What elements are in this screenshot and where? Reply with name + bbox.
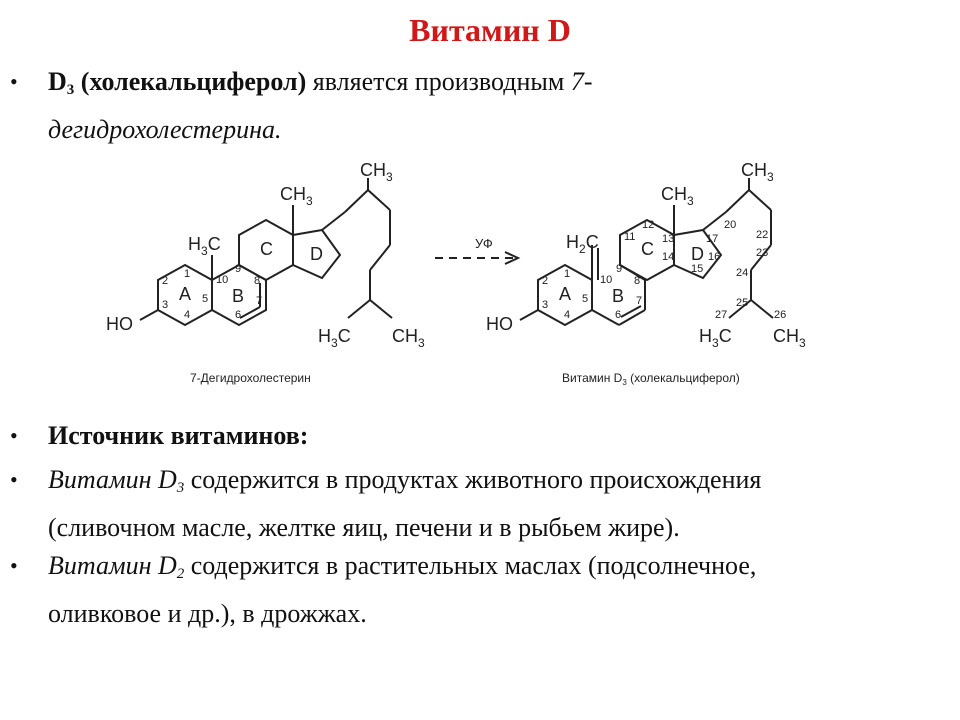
left-ring-b-label: B xyxy=(232,286,244,306)
left-num-4: 4 xyxy=(184,309,190,321)
sources-heading: Источник витаминов: xyxy=(48,421,309,450)
bullet-dot: • xyxy=(10,423,18,448)
right-num-5: 5 xyxy=(582,293,588,305)
cholecalciferol-label: (холекальциферол) xyxy=(80,67,307,96)
left-h3c: H3C xyxy=(188,234,221,258)
left-ch3-top: CH3 xyxy=(280,184,313,208)
right-num-23: 23 xyxy=(756,247,768,259)
left-atom-numbers: 1 2 3 4 5 6 7 8 9 10 xyxy=(162,263,262,321)
d2-sources-line1: содержится в растительных маслах (подсол… xyxy=(190,551,757,580)
right-iso-h3c: H3C xyxy=(699,326,732,350)
right-num-7: 7 xyxy=(636,295,642,307)
bullet-dot: • xyxy=(10,467,18,492)
d3-sources-line2: (сливочном масле, желтке яиц, печени и в… xyxy=(48,513,680,542)
right-num-24: 24 xyxy=(736,267,748,279)
left-ch3-side: CH3 xyxy=(360,160,393,184)
right-num-1: 1 xyxy=(564,268,570,280)
dehydrocholesterol-text: дегидрохолестерина. xyxy=(48,115,282,144)
bullet-d3-origin: • D3 (холекальциферол) является производ… xyxy=(10,62,910,150)
dehydro-prefix: 7- xyxy=(570,67,593,96)
right-ring-d-label: D xyxy=(691,244,704,264)
right-num-25: 25 xyxy=(736,297,748,309)
d3-label: D3 xyxy=(48,67,75,98)
right-ring-b-label: B xyxy=(612,286,624,306)
left-num-8: 8 xyxy=(254,275,260,287)
right-ho: HO xyxy=(486,314,513,334)
bullet-d2-sources: • Витамин D2 содержится в растительных м… xyxy=(10,546,940,634)
right-num-4: 4 xyxy=(564,309,570,321)
left-iso-h3c: H3C xyxy=(318,326,351,350)
uv-arrow-label: УФ xyxy=(475,236,493,251)
vitamin-d2-label: Витамин D2 xyxy=(48,551,185,582)
right-num-10: 10 xyxy=(600,274,612,286)
vitamin-d3-label: Витамин D3 xyxy=(48,465,185,496)
left-ring-c-label: C xyxy=(260,239,273,259)
left-num-3: 3 xyxy=(162,299,168,311)
right-molecule-labels: CH3 CH3 H2C C D A B HO H3C CH3 xyxy=(486,160,806,350)
left-molecule-labels: CH3 CH3 H3C C D A B HO H3C CH3 xyxy=(106,160,425,350)
right-atom-numbers: 1 2 3 4 5 6 7 8 9 10 11 12 13 14 15 16 1… xyxy=(542,219,786,321)
right-num-12: 12 xyxy=(642,219,654,231)
left-caption: 7-Дегидрохолестерин xyxy=(190,371,311,385)
right-h2c: H2C xyxy=(566,232,599,256)
right-num-6: 6 xyxy=(615,309,621,321)
right-num-26: 26 xyxy=(774,309,786,321)
right-num-2: 2 xyxy=(542,275,548,287)
left-num-5: 5 xyxy=(202,293,208,305)
right-num-22: 22 xyxy=(756,229,768,241)
right-num-27: 27 xyxy=(715,309,727,321)
left-ring-a-label: A xyxy=(179,284,191,304)
right-num-16: 16 xyxy=(708,251,720,263)
left-num-6: 6 xyxy=(235,309,241,321)
right-num-15: 15 xyxy=(691,263,703,275)
left-num-9: 9 xyxy=(235,263,241,275)
left-ring-d-label: D xyxy=(310,244,323,264)
left-iso-ch3: CH3 xyxy=(392,326,425,350)
derivative-text: является производным xyxy=(312,67,565,96)
bullet-dot: • xyxy=(10,69,18,94)
right-ring-a-label: A xyxy=(559,284,571,304)
left-num-1: 1 xyxy=(184,268,190,280)
slide-title: Витамин D xyxy=(409,12,571,48)
bullet-d3-sources: • Витамин D3 содержится в продуктах живо… xyxy=(10,460,940,548)
right-num-9: 9 xyxy=(616,263,622,275)
left-ho: HO xyxy=(106,314,133,334)
right-num-8: 8 xyxy=(634,275,640,287)
d2-sources-line2: оливковое и др.), в дрожжах. xyxy=(48,599,367,628)
right-ring-c-label: C xyxy=(641,239,654,259)
bullet-sources-heading: • Источник витаминов: xyxy=(10,416,910,456)
d3-sources-line1: содержится в продуктах животного происхо… xyxy=(190,465,762,494)
left-num-2: 2 xyxy=(162,275,168,287)
left-num-10: 10 xyxy=(216,274,228,286)
right-num-17: 17 xyxy=(706,233,718,245)
right-num-13: 13 xyxy=(662,233,674,245)
right-caption: Витамин D3 (холекальциферол) xyxy=(562,371,740,387)
left-ring-d xyxy=(292,228,342,280)
left-num-7: 7 xyxy=(256,295,262,307)
bullet-dot: • xyxy=(10,553,18,578)
right-iso-ch3: CH3 xyxy=(773,326,806,350)
vitamin-d-reaction-diagram: CH3 CH3 H3C C D A B HO H3C CH3 1 2 3 4 5… xyxy=(100,160,860,400)
reaction-svg: CH3 CH3 H3C C D A B HO H3C CH3 1 2 3 4 5… xyxy=(106,160,806,387)
right-num-14: 14 xyxy=(662,251,674,263)
right-ch3-side: CH3 xyxy=(741,160,774,184)
right-ring-d xyxy=(673,228,723,280)
right-num-3: 3 xyxy=(542,299,548,311)
right-num-11: 11 xyxy=(624,231,635,243)
right-ch3-top: CH3 xyxy=(661,184,694,208)
right-num-20: 20 xyxy=(724,219,736,231)
